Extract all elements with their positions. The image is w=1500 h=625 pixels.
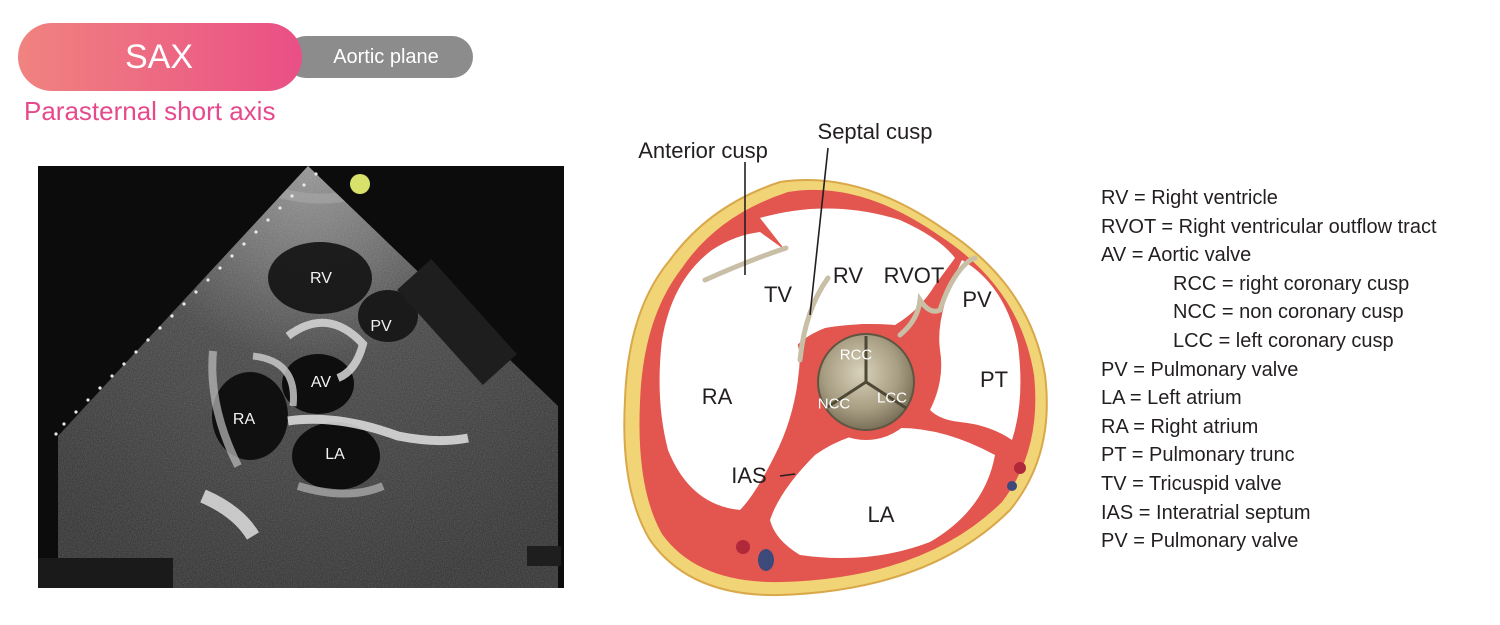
legend-item: IAS = Interatrial septum (1101, 501, 1311, 524)
echo-image: RV PV AV RA LA (38, 166, 564, 588)
echo-label-la: LA (325, 446, 345, 463)
anterior-leaflet (702, 245, 789, 283)
view-subtitle: Parasternal short axis (24, 96, 276, 126)
pulmonary-leaflets (897, 255, 978, 338)
probe-marker (350, 174, 370, 194)
diagram-label-rv: RV (832, 263, 864, 288)
plane-badge-label: Aortic plane (333, 45, 439, 68)
anatomy-diagram: Anterior cusp Septal cusp TV RV RVOT PV … (600, 110, 1070, 615)
legend-item: RA = Right atrium (1101, 415, 1259, 438)
view-badge: SAX (18, 23, 302, 91)
vessel-red-2 (736, 540, 750, 554)
overlay-bar-bottom (38, 558, 173, 588)
leader-septal-cusp (809, 147, 829, 316)
pt-chamber (930, 260, 1021, 440)
anatomy-diagram-drawing (623, 147, 1048, 597)
legend-item: RV = Right ventricle (1101, 187, 1278, 209)
echo-image-drawing (38, 166, 561, 588)
view-badge-label: SAX (124, 37, 194, 76)
plane-badge: Aortic plane (285, 36, 473, 78)
legend-item: LCC = left coronary cusp (1173, 329, 1394, 352)
diagram-label-anterior-cusp: Anterior cusp (638, 138, 768, 163)
diagram-label-rcc: RCC (839, 346, 873, 364)
legend-item: PT = Pulmonary trunc (1101, 444, 1295, 467)
diagram-label-ias: IAS (731, 463, 767, 488)
la-chamber (770, 428, 995, 559)
vessel-red (1014, 462, 1026, 474)
valve-commissures (825, 336, 907, 410)
diagram-label-ncc: NCC (817, 395, 851, 413)
echo-label-av: AV (310, 374, 332, 391)
echo-label-rv: RV (310, 270, 332, 287)
legend-item: RCC = right coronary cusp (1173, 272, 1410, 295)
vessel-blue (1007, 481, 1017, 491)
leader-ias (779, 473, 796, 477)
legend-item: TV = Tricuspid valve (1101, 472, 1282, 495)
diagram-label-lcc: LCC (876, 389, 908, 407)
vessel-blue-2 (758, 549, 774, 571)
diagram-label-pt: PT (979, 367, 1009, 392)
diagram-label-tv: TV (763, 282, 793, 307)
ra-chamber (659, 232, 800, 510)
legend-item: LA = Left atrium (1101, 387, 1242, 410)
scale-bar-right (397, 259, 517, 385)
diagram-label-la: LA (867, 502, 895, 527)
diagram-label-rvot: RVOT (883, 263, 945, 288)
echo-label-pv: PV (370, 318, 392, 335)
echo-label-ra: RA (232, 411, 256, 428)
legend-item: AV = Aortic valve (1101, 244, 1252, 267)
legend-item: PV = Pulmonary valve (1101, 530, 1299, 553)
legend-item: NCC = non coronary cusp (1173, 301, 1404, 324)
legend-item: PV = Pulmonary valve (1101, 358, 1299, 381)
diagram-label-septal-cusp: Septal cusp (817, 119, 933, 144)
diagram-label-ra: RA (701, 384, 733, 409)
diagram-label-pv: PV (962, 287, 992, 312)
overlay-bar-corner (527, 546, 561, 566)
legend-item: RVOT = Right ventricular outflow tract (1101, 215, 1437, 238)
depth-dots (54, 172, 318, 436)
